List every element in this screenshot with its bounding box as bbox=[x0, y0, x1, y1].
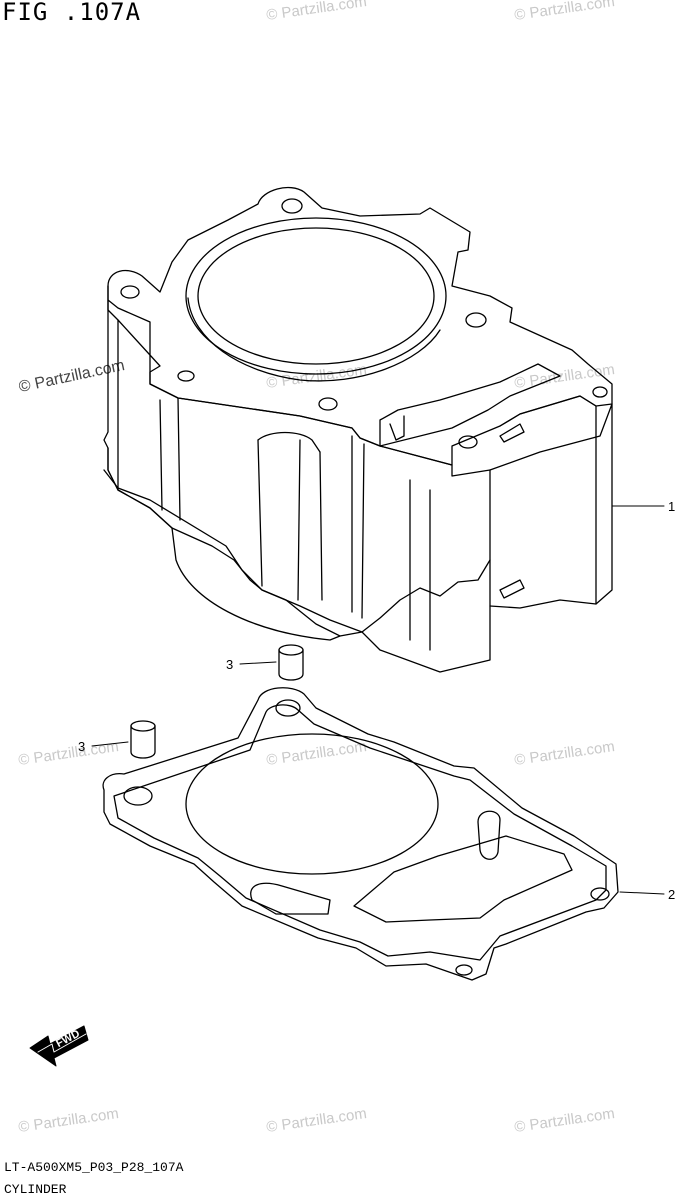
dowel-pin-upper[interactable] bbox=[278, 644, 304, 681]
cylinder-gasket[interactable] bbox=[102, 687, 619, 981]
gasket-oil-passage bbox=[250, 882, 331, 915]
cylinder-bore-outer bbox=[185, 217, 447, 375]
callout-2: 2 bbox=[668, 887, 675, 902]
fin-edge bbox=[361, 443, 365, 619]
cylinder-part[interactable] bbox=[103, 187, 613, 673]
bolt-hole bbox=[177, 370, 195, 382]
gasket-outline bbox=[102, 687, 619, 981]
gasket-chain-opening bbox=[353, 835, 573, 923]
bolt-hole bbox=[458, 435, 478, 449]
bore-lower-edge bbox=[187, 297, 441, 382]
gasket-inner-outline bbox=[113, 704, 607, 961]
fin-top bbox=[257, 431, 321, 453]
callout-labels: 1 2 3 3 bbox=[78, 499, 675, 902]
gasket-hole bbox=[275, 699, 301, 717]
fin-edge bbox=[319, 451, 323, 601]
bolt-hole bbox=[465, 312, 487, 328]
cylinder-skirt bbox=[171, 527, 341, 641]
gasket-hole bbox=[590, 887, 610, 901]
bolt-hole bbox=[120, 285, 140, 299]
cam-chain-tunnel bbox=[379, 363, 561, 447]
cylinder-right-face bbox=[489, 403, 613, 609]
bolt-hole bbox=[281, 198, 303, 214]
tab-lower bbox=[499, 579, 525, 599]
bolt-hole bbox=[592, 386, 608, 398]
tunnel-detail bbox=[389, 415, 405, 441]
callout-1: 1 bbox=[668, 499, 675, 514]
dowel-pin-lower[interactable] bbox=[130, 720, 156, 759]
leader-lines bbox=[91, 505, 665, 895]
callout-3-lower: 3 bbox=[78, 739, 85, 754]
base-flange-lower bbox=[103, 469, 491, 673]
figure-title: FIG .107A bbox=[2, 0, 142, 26]
fin-edge bbox=[177, 397, 181, 521]
fin-edge bbox=[159, 399, 163, 511]
right-face-edge bbox=[499, 395, 597, 605]
gasket-hole bbox=[123, 786, 153, 806]
tab-upper bbox=[499, 423, 525, 443]
gasket-hole bbox=[455, 964, 473, 976]
bolt-hole bbox=[318, 397, 338, 411]
cylinder-side-outline bbox=[103, 285, 491, 637]
fin-edge bbox=[297, 439, 301, 601]
cylinder-deck bbox=[107, 187, 613, 466]
fwd-arrow-icon: FWD bbox=[29, 1025, 89, 1067]
base-flange bbox=[107, 447, 173, 529]
gasket-bore bbox=[185, 733, 439, 875]
cylinder-bore-inner bbox=[197, 227, 435, 365]
figure-code: LT-A500XM5_P03_P28_107A bbox=[4, 1160, 184, 1175]
callout-3-upper: 3 bbox=[226, 657, 233, 672]
fin-edge bbox=[257, 439, 263, 587]
gasket-slot bbox=[477, 810, 501, 860]
figure-name: CYLINDER bbox=[4, 1182, 67, 1197]
